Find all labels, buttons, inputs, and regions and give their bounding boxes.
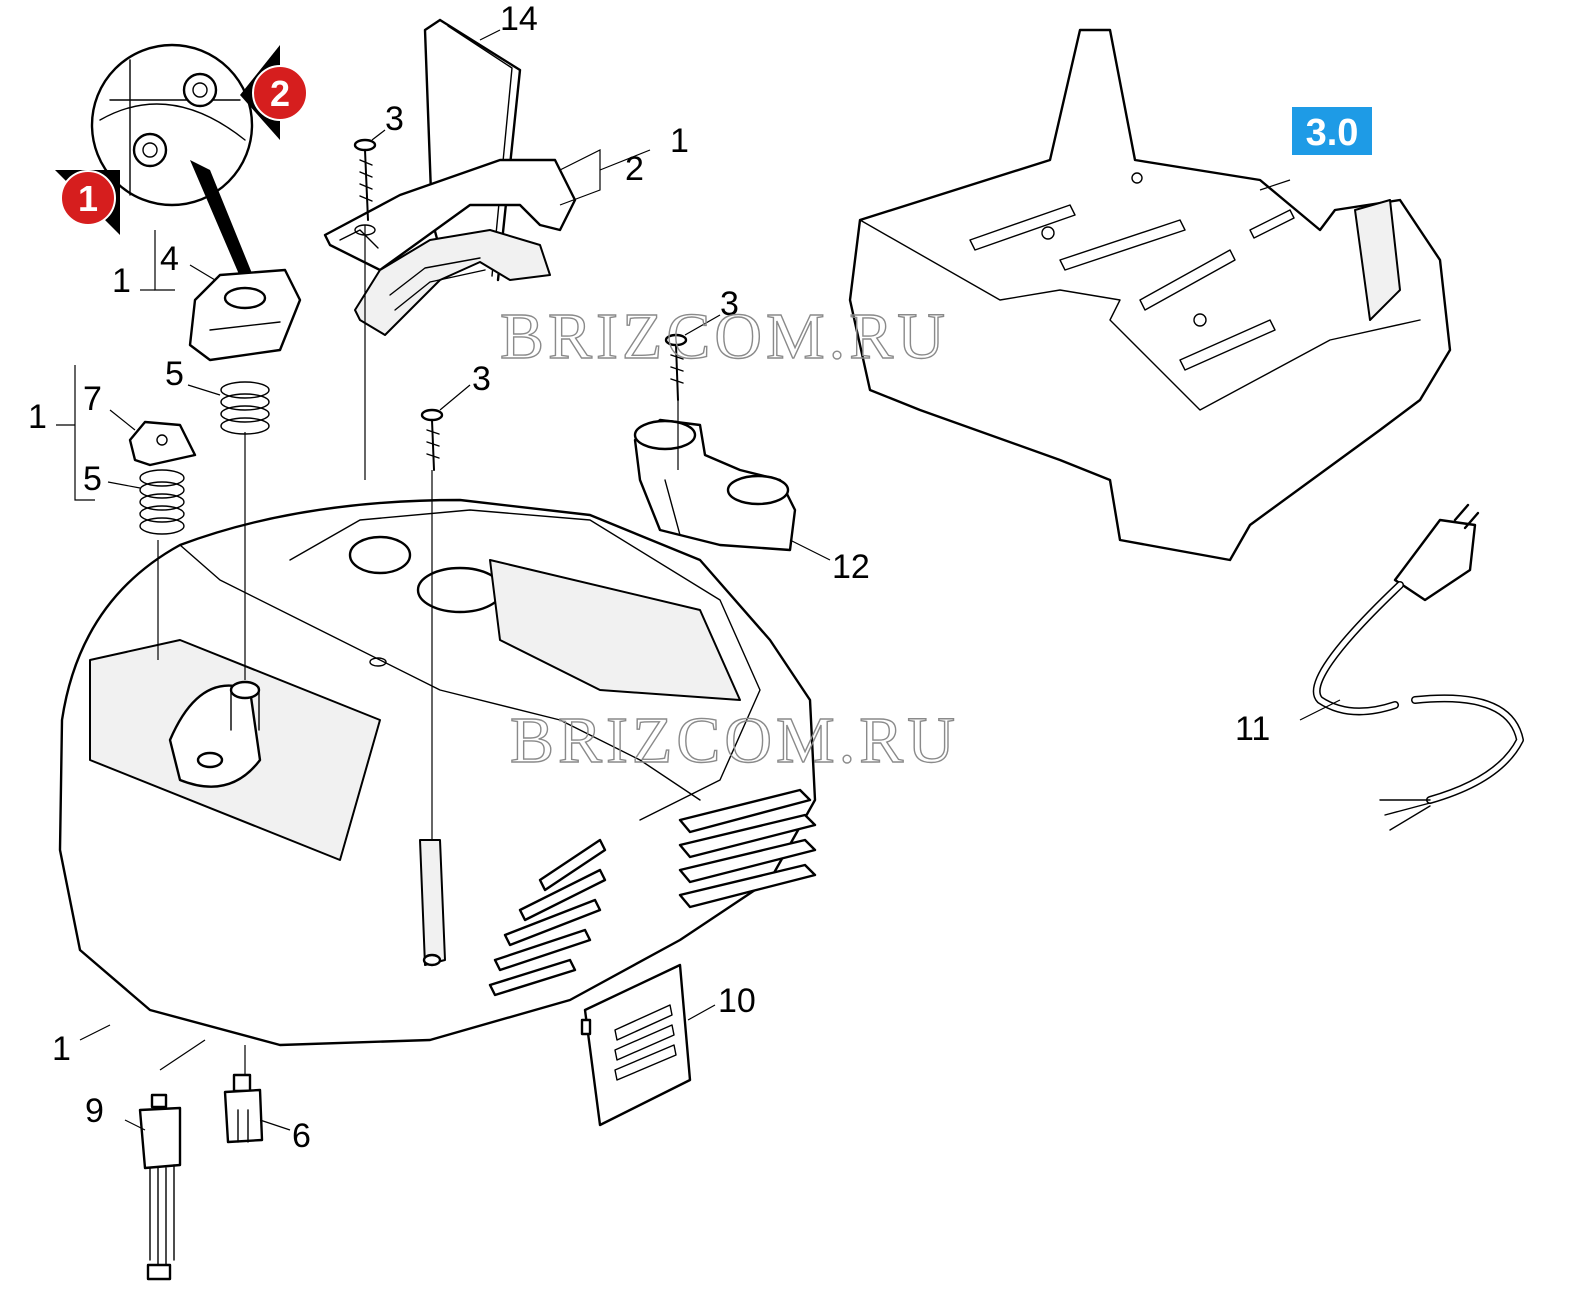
part-11-power-cord bbox=[1312, 503, 1524, 831]
step-badge-1-number: 1 bbox=[78, 178, 98, 219]
part-10-panel bbox=[580, 963, 692, 1127]
callout-7: 7 bbox=[83, 380, 102, 418]
callout-5-upper: 5 bbox=[165, 355, 184, 393]
handle-top bbox=[323, 158, 577, 336]
assembly-tag-label: 3.0 bbox=[1306, 112, 1359, 154]
step-badge-2-number: 2 bbox=[270, 73, 290, 114]
main-housing bbox=[58, 498, 817, 1047]
callout-9: 9 bbox=[85, 1092, 104, 1130]
part-5-spring-lower bbox=[139, 469, 185, 535]
part-9-switch bbox=[138, 1093, 182, 1281]
part-3-0-base-tray bbox=[848, 28, 1452, 562]
part-14-handle-wire bbox=[423, 18, 522, 282]
callout-1-cap: 1 bbox=[112, 262, 131, 300]
step-badge-2: 2 bbox=[240, 45, 308, 140]
step-badge-1: 1 bbox=[55, 170, 120, 235]
part-3-screw-b bbox=[420, 408, 444, 471]
callout-6: 6 bbox=[292, 1117, 311, 1155]
part-3-screw-a bbox=[353, 138, 377, 221]
part-6-connector bbox=[223, 1073, 264, 1144]
callout-11: 11 bbox=[1235, 710, 1270, 748]
callout-labels: 14 3 1 2 4 1 5 1 7 5 3 3 12 11 10 1 9 6 bbox=[28, 0, 1270, 1155]
watermark-middle: BRIZCOM.RU bbox=[510, 704, 959, 777]
callout-2: 2 bbox=[625, 150, 644, 188]
callout-3-right: 3 bbox=[720, 285, 739, 323]
callout-1-button: 1 bbox=[28, 398, 47, 436]
callout-12: 12 bbox=[832, 548, 870, 586]
assembly-tag-3-0: 3.0 bbox=[1292, 107, 1372, 155]
part-5-spring-upper bbox=[220, 381, 270, 435]
callout-14: 14 bbox=[500, 0, 538, 38]
callout-1-handle: 1 bbox=[670, 122, 689, 160]
callout-3-middle: 3 bbox=[472, 360, 491, 398]
part-7-button bbox=[128, 420, 197, 467]
part-4-cap bbox=[188, 268, 302, 362]
callout-1-bottom: 1 bbox=[52, 1030, 71, 1068]
callout-4: 4 bbox=[160, 240, 179, 278]
part-12-hose-holder bbox=[633, 418, 797, 552]
watermarks: BRIZCOM.RU BRIZCOM.RU bbox=[499, 299, 959, 777]
watermark-top: BRIZCOM.RU bbox=[500, 300, 949, 373]
callout-10: 10 bbox=[718, 982, 756, 1020]
leader-lines bbox=[56, 29, 1341, 1131]
callout-5-lower: 5 bbox=[83, 460, 102, 498]
part-3-screw-c bbox=[664, 333, 688, 401]
callout-3-top: 3 bbox=[385, 100, 404, 138]
